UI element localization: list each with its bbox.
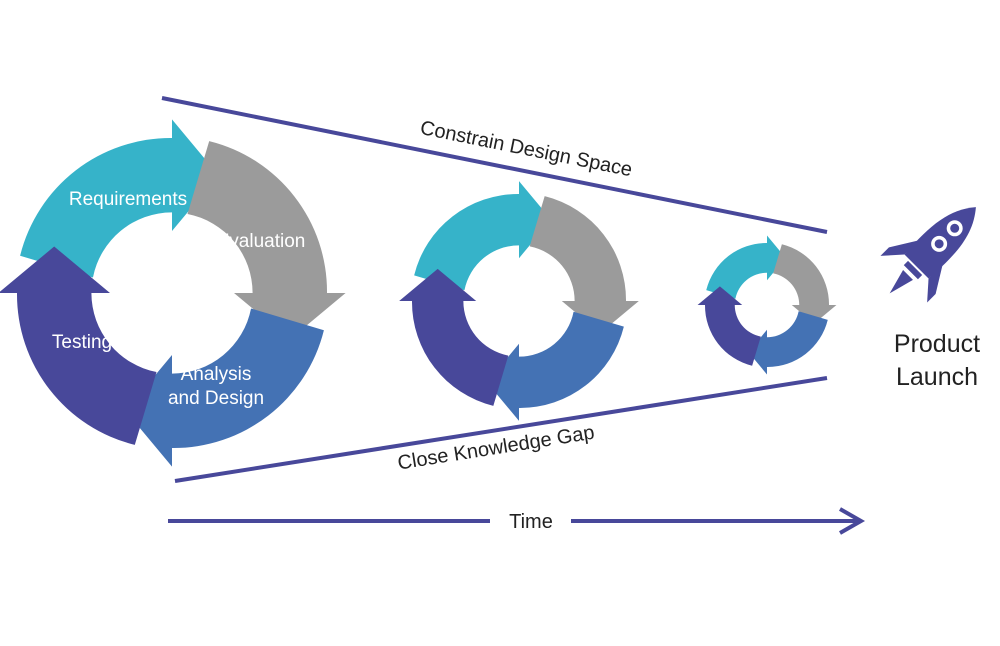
testing-label: Testing bbox=[52, 332, 112, 353]
evaluation-label: Evaluation bbox=[217, 231, 306, 252]
requirements-segment bbox=[20, 119, 219, 278]
funnel-bottom-line bbox=[174, 376, 828, 483]
analysis-label-line2: and Design bbox=[168, 388, 264, 409]
rocket-icon bbox=[880, 207, 976, 303]
time-label: Time bbox=[509, 511, 553, 533]
design-cycle-large bbox=[0, 119, 346, 467]
analysis-segment bbox=[125, 308, 324, 467]
testing-segment bbox=[0, 246, 157, 445]
product-launch-line2: Launch bbox=[896, 363, 978, 391]
design-cycle-medium bbox=[399, 181, 639, 421]
design-cycle-small bbox=[697, 235, 837, 375]
evaluation-segment bbox=[187, 141, 346, 340]
funnel-top-line bbox=[161, 96, 828, 234]
time-arrow-head bbox=[839, 507, 866, 535]
requirements-label: Requirements bbox=[69, 189, 187, 210]
analysis-label-line1: Analysis bbox=[181, 364, 252, 385]
product-launch-line1: Product bbox=[894, 330, 980, 358]
